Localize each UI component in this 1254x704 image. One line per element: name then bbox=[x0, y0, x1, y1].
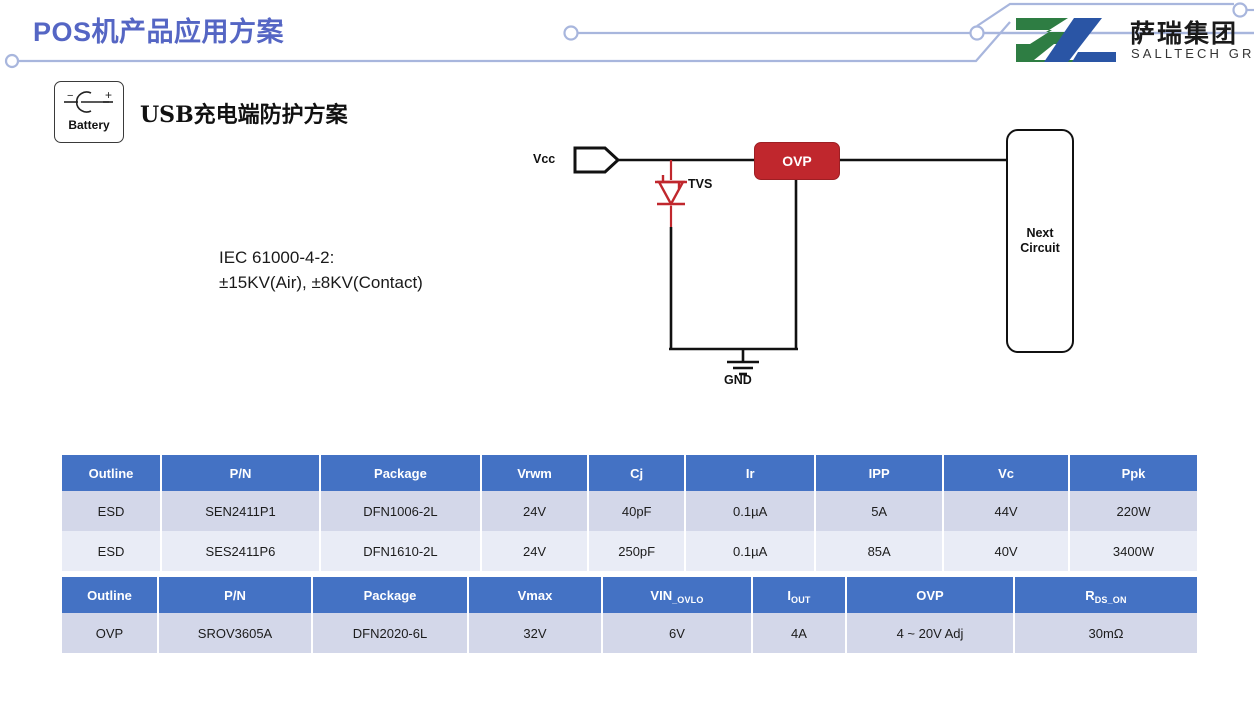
tvs-label: TVS bbox=[688, 177, 713, 191]
cell-pn: SEN2411P1 bbox=[161, 491, 321, 531]
rds-sub: DS_ON bbox=[1094, 594, 1127, 605]
cell-ir: 0.1µA bbox=[685, 491, 817, 531]
col-header-rds-on: RDS_ON bbox=[1014, 577, 1197, 613]
spec-line-2: ±15KV(Air), ±8KV(Contact) bbox=[219, 273, 423, 292]
cell-ppk: 3400W bbox=[1068, 531, 1197, 571]
iout-sub: OUT bbox=[791, 594, 811, 605]
cell-cj: 250pF bbox=[588, 531, 687, 571]
svg-text:+: + bbox=[105, 88, 112, 102]
spec-line-1: IEC 61000-4-2: bbox=[219, 248, 335, 267]
col-header-outline: Outline bbox=[62, 455, 163, 491]
col-header-vc: Vc bbox=[943, 455, 1070, 491]
vin-main: VIN bbox=[650, 587, 673, 603]
salltech-logo-icon bbox=[1016, 18, 1116, 62]
cell-package: DFN1006-2L bbox=[319, 491, 482, 531]
col-header-ovp: OVP bbox=[846, 577, 1015, 613]
esd-parameter-table: Outline P/N Package Vrwm Cj Ir IPP Vc Pp… bbox=[62, 455, 1197, 571]
battery-badge: − + Battery bbox=[54, 81, 124, 143]
col-header-cj: Cj bbox=[588, 455, 687, 491]
cell-package: DFN2020-6L bbox=[312, 613, 469, 653]
col-header-vmax: Vmax bbox=[468, 577, 603, 613]
cell-vc: 40V bbox=[943, 531, 1070, 571]
gnd-label: GND bbox=[724, 373, 752, 387]
rds-main: R bbox=[1085, 587, 1095, 603]
col-header-ir: Ir bbox=[685, 455, 817, 491]
col-header-vin-ovlo: VIN_OVLO bbox=[602, 577, 753, 613]
col-header-outline: Outline bbox=[62, 577, 159, 613]
table-row: ESD SES2411P6 DFN1610-2L 24V 250pF 0.1µA… bbox=[62, 531, 1197, 571]
circuit-wires bbox=[573, 146, 1008, 376]
iout-main: I bbox=[787, 587, 791, 603]
ovp-parameter-table: Outline P/N Package Vmax VIN_OVLO IOUT O… bbox=[62, 577, 1197, 653]
cell-vc: 44V bbox=[943, 491, 1070, 531]
cell-iout: 4A bbox=[752, 613, 847, 653]
col-header-ppk: Ppk bbox=[1068, 455, 1197, 491]
col-header-package: Package bbox=[319, 455, 482, 491]
cell-pn: SES2411P6 bbox=[161, 531, 321, 571]
vcc-label: Vcc bbox=[533, 152, 556, 166]
ovp-block: OVP bbox=[754, 142, 840, 180]
battery-icon: − + bbox=[64, 88, 113, 113]
next-circuit-label: Next Circuit bbox=[1020, 226, 1060, 256]
cell-vin-ovlo: 6V bbox=[602, 613, 753, 653]
cell-ovp: 4 ~ 20V Adj bbox=[846, 613, 1015, 653]
cell-vrwm: 24V bbox=[480, 531, 590, 571]
cell-ipp: 5A bbox=[815, 491, 945, 531]
ovp-block-label: OVP bbox=[782, 153, 812, 169]
logo-name-en: SALLTECH GROUP bbox=[1131, 46, 1254, 61]
col-header-pn: P/N bbox=[158, 577, 313, 613]
table-row: ESD SEN2411P1 DFN1006-2L 24V 40pF 0.1µA … bbox=[62, 491, 1197, 531]
cell-ir: 0.1µA bbox=[685, 531, 817, 571]
cell-rds-on: 30mΩ bbox=[1014, 613, 1197, 653]
col-header-package: Package bbox=[312, 577, 469, 613]
cell-ppk: 220W bbox=[1068, 491, 1197, 531]
spec-text: IEC 61000-4-2: ±15KV(Air), ±8KV(Contact) bbox=[219, 245, 423, 295]
battery-label: Battery bbox=[68, 118, 110, 132]
table-header-row: Outline P/N Package Vrwm Cj Ir IPP Vc Pp… bbox=[62, 455, 1197, 491]
cell-vmax: 32V bbox=[468, 613, 603, 653]
col-header-pn: P/N bbox=[161, 455, 321, 491]
brand-logo: 萨瑞集团 SALLTECH GROUP bbox=[1012, 12, 1254, 70]
cell-pn: SROV3605A bbox=[158, 613, 313, 653]
section-heading: USB充电端防护方案 bbox=[140, 102, 348, 128]
col-header-vrwm: Vrwm bbox=[480, 455, 590, 491]
next-circuit-block: Next Circuit bbox=[1006, 129, 1074, 353]
cell-package: DFN1610-2L bbox=[319, 531, 482, 571]
next-circuit-line-1: Next bbox=[1026, 226, 1054, 240]
table-row: OVP SROV3605A DFN2020-6L 32V 6V 4A 4 ~ 2… bbox=[62, 613, 1197, 653]
cell-ipp: 85A bbox=[815, 531, 945, 571]
cell-outline: ESD bbox=[62, 491, 163, 531]
vin-sub: _OVLO bbox=[672, 594, 704, 605]
cell-cj: 40pF bbox=[588, 491, 687, 531]
cell-outline: ESD bbox=[62, 531, 163, 571]
logo-name-cn: 萨瑞集团 bbox=[1130, 19, 1239, 48]
svg-text:−: − bbox=[67, 90, 73, 102]
table-header-row: Outline P/N Package Vmax VIN_OVLO IOUT O… bbox=[62, 577, 1197, 613]
circuit-diagram: Vcc TVS GND OVP Next Circuit bbox=[500, 120, 1120, 410]
page-title: POS机产品应用方案 bbox=[33, 17, 285, 47]
cell-outline: OVP bbox=[62, 613, 159, 653]
cell-vrwm: 24V bbox=[480, 491, 590, 531]
col-header-ipp: IPP bbox=[815, 455, 945, 491]
next-circuit-line-2: Circuit bbox=[1020, 241, 1060, 255]
col-header-iout: IOUT bbox=[752, 577, 847, 613]
